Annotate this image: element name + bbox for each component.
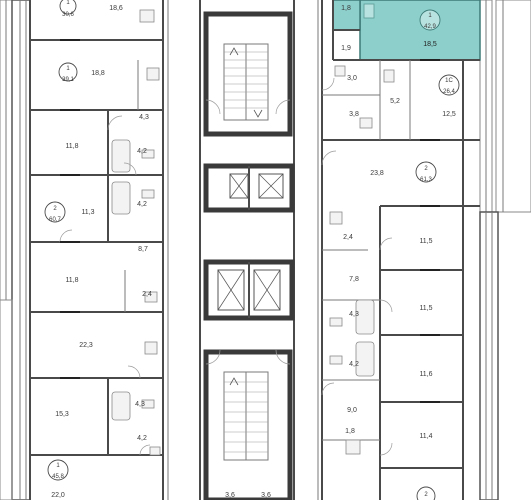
apt-top-number: 1 [66,0,70,6]
apt-d-total: 45,8 [52,474,64,480]
apt-2-total: 61,3 [420,177,432,183]
landing-left-area: 3,6 [225,492,235,499]
apt-b-marker: 2 60,7 [44,201,66,223]
apt-b-bath1: 4,2 [137,148,147,155]
hl-bath-area: 1,8 [341,5,351,12]
apt-2-wc: 2,4 [343,234,353,241]
apt-1c-bath: 3,8 [349,111,359,118]
apt-2-bath1: 4,3 [349,311,359,318]
apt-2-room1: 11,5 [419,238,432,245]
apt-b-total: 60,7 [49,217,61,223]
apt-2-hall: 7,8 [349,276,359,283]
apt-2-marker: 2 61,3 [415,161,437,183]
apt-a-marker: 1 39,1 [58,62,78,83]
apt-bottom-marker: 2 [416,486,436,500]
hl-apt-number: 1 [428,13,432,19]
apt-c-hall: 4,2 [137,435,147,442]
highlighted-apartment[interactable] [359,0,481,61]
apt-2-room3: 11,6 [419,371,432,378]
apt-b-room2: 11,3 [81,209,94,216]
apt-a-bath: 4,3 [139,114,149,121]
hl-wc-area: 1,9 [341,45,351,52]
apt-top-total: 30,6 [62,12,74,18]
apt-b-wc: 2,4 [142,291,152,298]
apt-d-room: 22,0 [51,492,65,499]
apt-top-room: 18,6 [109,5,123,12]
right-wing: 1,8 1 42,9 18,5 1,9 3,0 3,8 5,2 1С 26,4 … [317,0,531,500]
apt-d-marker: 1 45,8 [47,459,69,481]
apt-bottom-number: 2 [424,492,428,498]
apt-b-bath2: 4,2 [137,201,147,208]
apt-1c-marker: 1С 26,4 [438,74,460,96]
apt-1c-total: 26,4 [443,89,455,95]
apt-2-number: 2 [424,166,428,172]
apt-d-number: 1 [56,463,60,469]
apt-b-number: 2 [53,206,57,212]
apt-2-corridor: 9,0 [347,407,357,414]
apt-2-wc2: 1,8 [345,428,355,435]
apt-2-living: 23,8 [370,170,384,177]
apt-a-total: 39,1 [62,77,74,83]
highlighted-bath[interactable] [332,0,361,31]
apt-c-room-b: 15,3 [55,411,69,418]
apt-1c-hall: 3,0 [347,75,357,82]
left-wing: 1 30,6 18,6 1 39,1 18,8 4,3 11,8 4,2 2 6… [0,0,169,500]
apt-b-room3: 11,8 [65,277,78,284]
apt-top-marker: 1 30,6 [59,0,77,18]
apt-2-bath2: 4,2 [349,361,359,368]
landing-right-area: 3,6 [261,492,271,499]
apt-1c-room: 12,5 [442,111,456,118]
apt-b-hall: 8,7 [138,246,148,253]
apt-2-room2: 11,5 [419,305,432,312]
apt-c-room: 22,3 [79,342,93,349]
apt-c-bath: 4,3 [135,401,145,408]
apt-1c-number: 1С [445,78,453,84]
central-core: 3,6 3,6 [199,0,295,500]
hl-apt-marker: 1 42,9 [419,9,441,31]
apt-a-number: 1 [66,66,70,72]
hl-apt-total: 42,9 [424,24,436,30]
apt-b-room1: 11,8 [65,143,78,150]
apt-a-room: 18,8 [91,70,105,77]
hl-room-area: 18,5 [423,41,437,48]
apt-1c-kitchen: 5,2 [390,98,400,105]
apt-2-room4: 11,4 [419,433,432,440]
